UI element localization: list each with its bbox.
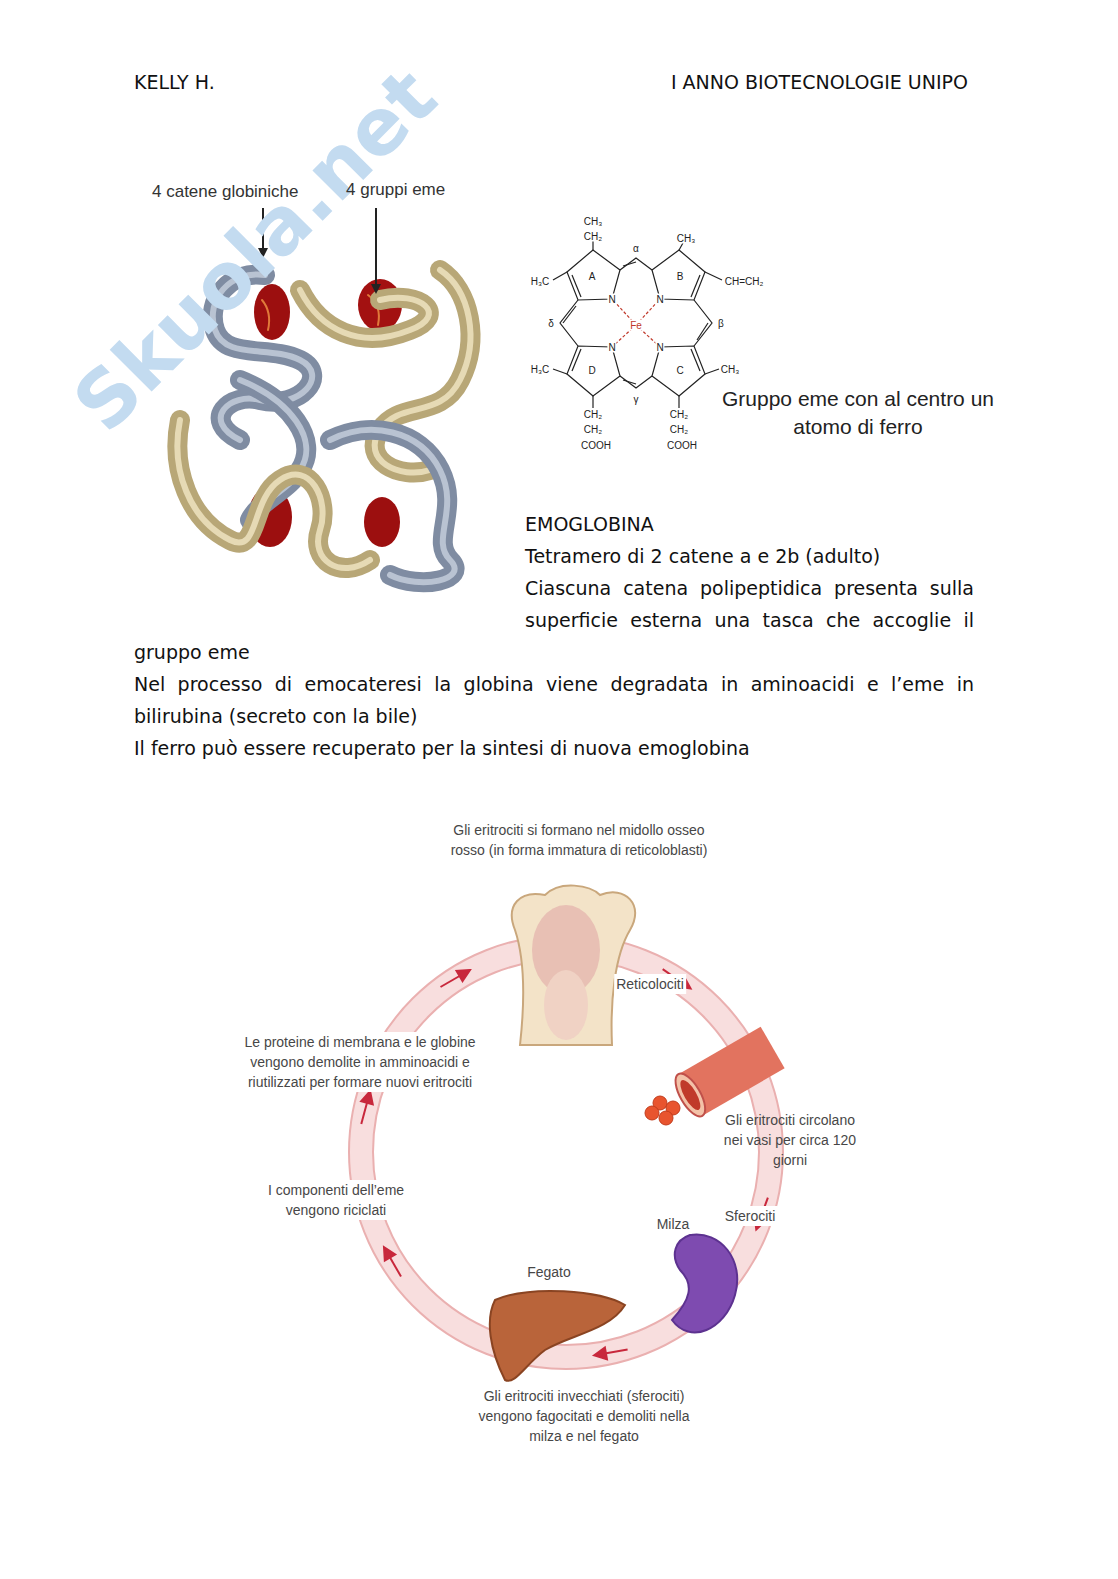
- figure-caption: Gruppo eme con al centro un atomo di fer…: [713, 385, 1003, 441]
- position-letter: γ: [633, 394, 640, 405]
- heme-structure: [553, 241, 722, 408]
- author-header: KELLY H.: [134, 66, 215, 98]
- figure-label: Sferociti: [723, 1206, 778, 1226]
- body-text: Tetramero di 2 catene a e 2b (adulto): [525, 540, 975, 572]
- atom-symbol: Fe: [629, 320, 643, 331]
- blood-vessel: [670, 1027, 785, 1121]
- spleen: [672, 1234, 737, 1332]
- figure-label: 4 catene globiniche: [152, 182, 299, 202]
- atom-symbol: N: [655, 342, 664, 353]
- figure-label: Gli eritrociti circolano nei vasi per ci…: [715, 1110, 865, 1170]
- figure-label: Gli eritrociti si formano nel midollo os…: [449, 820, 709, 860]
- figure-label: Gli eritrociti invecchiati (sferociti) v…: [464, 1386, 704, 1446]
- position-letter: δ: [547, 318, 555, 329]
- atom-symbol: N: [607, 342, 616, 353]
- figure-label: Reticolociti: [614, 974, 686, 994]
- bone: [512, 886, 635, 1045]
- chemical-group: COOH: [666, 440, 698, 451]
- chemical-group: CH₃: [583, 216, 604, 227]
- organ-label: Milza: [655, 1214, 692, 1234]
- chemical-group: CH₃: [676, 233, 697, 244]
- atom-symbol: N: [607, 294, 616, 305]
- chemical-group: CH₃: [720, 364, 741, 375]
- section-heading: EMOGLOBINA: [525, 508, 654, 540]
- chemical-group: CH₂: [669, 409, 689, 420]
- atom-symbol: N: [655, 294, 664, 305]
- chemical-group: CH₂: [583, 231, 603, 242]
- body-text: Nel processo di emocateresi la globina v…: [134, 668, 974, 732]
- chemical-group: CH=CH₂: [724, 276, 765, 287]
- chemical-group: CH₂: [583, 424, 603, 435]
- body-text: Il ferro può essere recuperato per la si…: [134, 732, 974, 764]
- organ-label: Fegato: [525, 1262, 573, 1282]
- figure-label: I componenti dell’eme vengono riciclati: [251, 1180, 421, 1220]
- ring-letter: A: [588, 271, 597, 282]
- figure-label: 4 gruppi eme: [346, 180, 445, 200]
- chemical-group: CH₂: [669, 424, 689, 435]
- ring-letter: C: [675, 365, 684, 376]
- chemical-group: CH₂: [583, 409, 603, 420]
- position-letter: β: [717, 318, 725, 329]
- chemical-group: H₃C: [530, 276, 551, 287]
- ring-letter: B: [676, 271, 685, 282]
- ring-letter: D: [587, 365, 596, 376]
- liver: [490, 1291, 625, 1381]
- figure-label: Le proteine di membrana e le globine ven…: [220, 1032, 500, 1092]
- chemical-group: COOH: [580, 440, 612, 451]
- chemical-group: H₃C: [530, 364, 551, 375]
- course-header: I ANNO BIOTECNOLOGIE UNIPO: [671, 66, 968, 98]
- body-text: Ciascuna catena polipeptidica presenta s…: [134, 572, 974, 668]
- position-letter: α: [632, 243, 640, 254]
- wrap-spacer: [134, 572, 525, 636]
- red-blood-cells: [645, 1096, 680, 1125]
